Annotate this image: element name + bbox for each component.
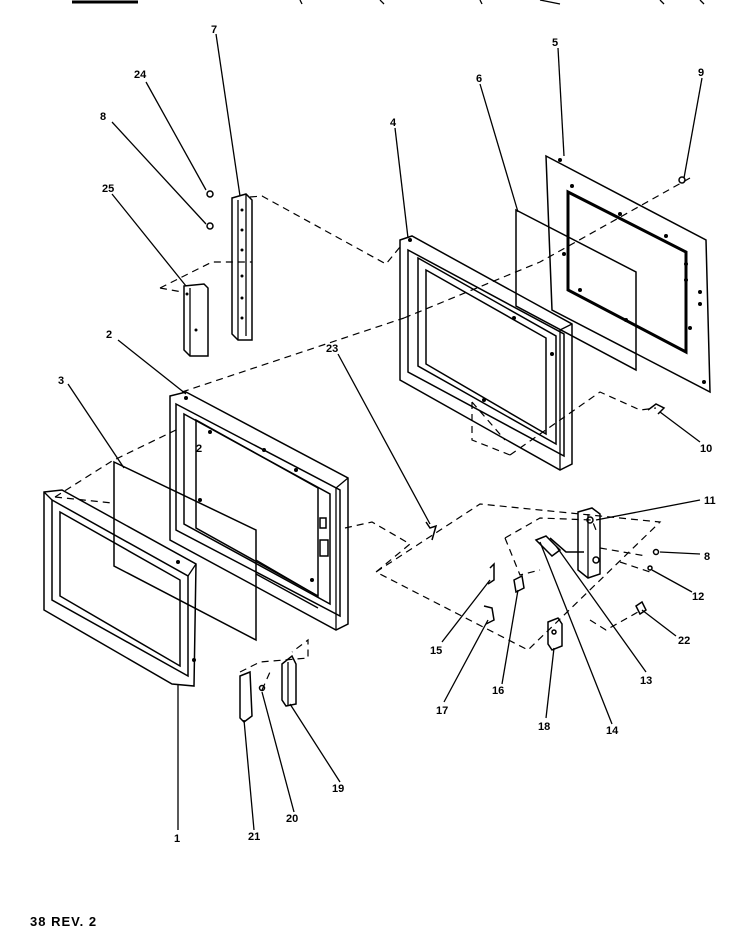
callout-23: 23 (326, 343, 338, 355)
callout-8b: 8 (704, 551, 710, 563)
part-15 (487, 562, 495, 585)
callout-6: 6 (476, 73, 482, 85)
part-bracket-25 (183, 283, 209, 357)
header-remnants (72, 0, 705, 5)
callout-25: 25 (102, 183, 114, 195)
callout-8a: 8 (100, 111, 106, 123)
leader-lines (67, 33, 703, 831)
part-16 (513, 574, 525, 594)
callout-19: 19 (332, 783, 344, 795)
part-10 (647, 403, 666, 415)
callout-21: 21 (248, 831, 260, 843)
part-17 (483, 605, 495, 625)
part-latch-19 (281, 654, 297, 707)
callout-12: 12 (692, 591, 704, 603)
callout-labels: 1 2 3 4 5 6 7 8 8 9 10 11 12 13 14 15 16… (58, 24, 716, 845)
part-pin-20 (258, 684, 266, 692)
revision-label: REV. 2 (51, 914, 98, 929)
screw-9 (678, 176, 686, 184)
page-footer: 38 REV. 2 (30, 914, 97, 929)
callout-3: 3 (58, 375, 64, 387)
callout-16: 16 (492, 685, 504, 697)
part-rear-panel (545, 154, 711, 394)
callout-4: 4 (390, 117, 397, 129)
part-clip-23 (425, 521, 438, 541)
callout-1: 1 (174, 833, 180, 845)
part-hinge-assembly (534, 507, 660, 579)
callout-15: 15 (430, 645, 442, 657)
callout-10: 10 (700, 443, 712, 455)
part-inner-frame (399, 235, 573, 471)
page-number: 38 (30, 914, 47, 929)
part-gasket (515, 208, 637, 372)
svg-text:2: 2 (196, 443, 202, 455)
part-glass-panel (113, 460, 257, 642)
callout-22: 22 (678, 635, 690, 647)
part-18 (547, 617, 563, 651)
alignment-lines (54, 177, 691, 691)
callout-13: 13 (640, 675, 652, 687)
callout-20: 20 (286, 813, 298, 825)
part-door-main-frame: 2 (169, 391, 349, 631)
callout-9: 9 (698, 67, 704, 79)
callout-18: 18 (538, 721, 550, 733)
callout-24: 24 (134, 69, 147, 81)
callout-2: 2 (106, 329, 112, 341)
screws-left (206, 190, 214, 230)
part-22 (635, 600, 647, 616)
part-door-outer-frame (43, 489, 197, 687)
part-bracket-7 (231, 193, 253, 341)
part-bracket-21 (239, 670, 253, 723)
callout-17: 17 (436, 705, 448, 717)
callout-7: 7 (211, 24, 217, 36)
callout-14: 14 (606, 725, 619, 737)
callout-5: 5 (552, 37, 558, 49)
callout-11: 11 (704, 495, 716, 507)
